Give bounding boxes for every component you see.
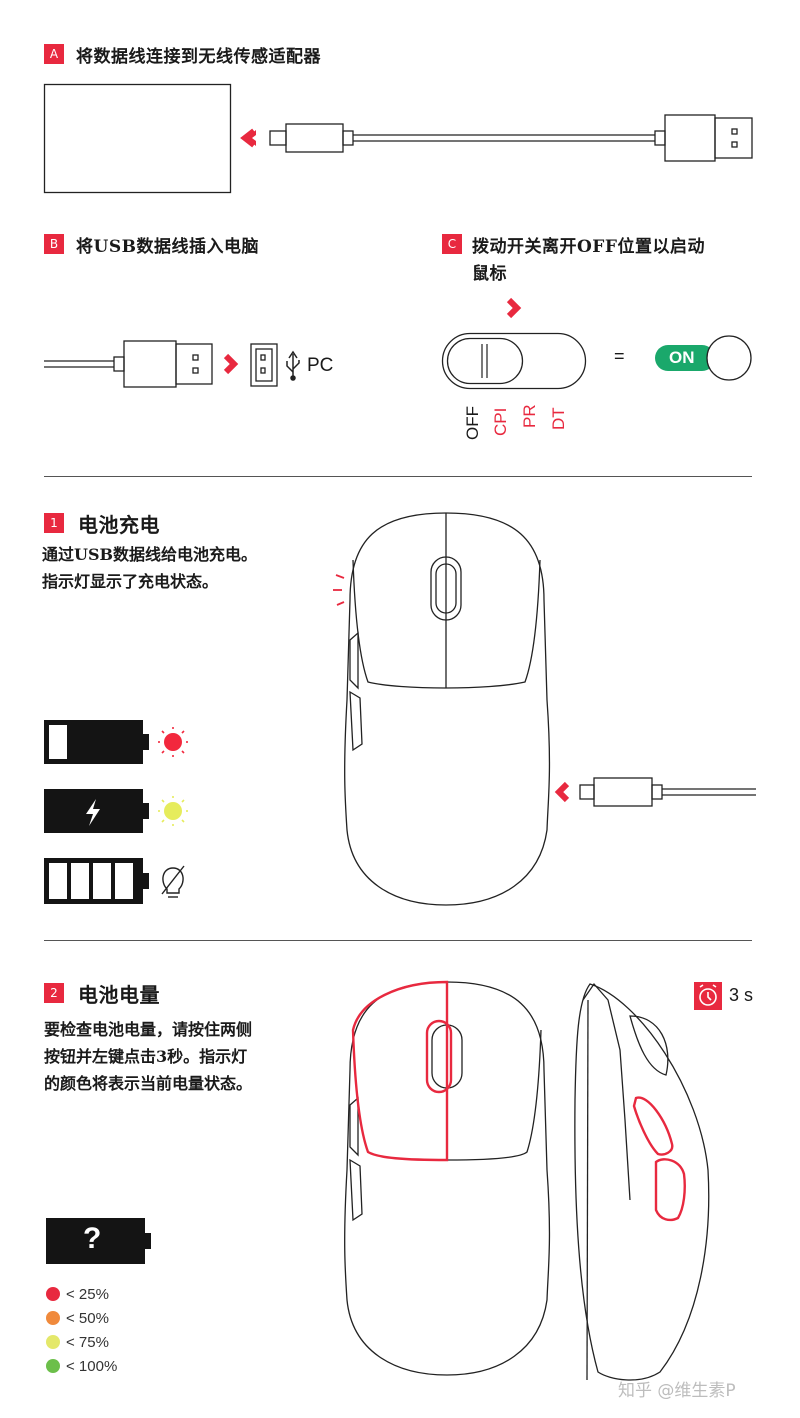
wireless-adapter-box <box>43 83 232 194</box>
on-label: ON <box>669 348 695 367</box>
section-1-body-line2: 指示灯显示了充电状态。 <box>42 572 219 591</box>
battery-full-icon <box>44 858 149 904</box>
arrow-right-icon <box>223 353 239 375</box>
led-red-icon <box>158 727 188 757</box>
adapter-illustration <box>43 83 753 194</box>
legend-dot-yellow <box>46 1335 60 1349</box>
section-b-title: 将USB数据线插入电脑 <box>76 237 259 257</box>
legend-row-100: < 100% <box>46 1356 117 1376</box>
charging-led-indicator <box>333 574 345 606</box>
legend-dot-orange <box>46 1311 60 1325</box>
legend-label: < 75% <box>66 1333 109 1351</box>
section-1-body-line1: 通过USB数据线给电池充电。 <box>42 545 258 564</box>
arrow-right-icon <box>506 297 522 319</box>
on-toggle-knob <box>706 335 752 381</box>
timer-icon <box>694 982 722 1010</box>
arrow-left-icon <box>554 781 570 803</box>
legend-row-50: < 50% <box>46 1308 109 1328</box>
legend-label: < 50% <box>66 1309 109 1327</box>
section-2-body-line2: 按钮并左键点击3秒。指示灯 <box>44 1047 248 1066</box>
section-2-body-line3: 的颜色将表示当前电量状态。 <box>44 1074 253 1093</box>
usb-c-cable <box>269 114 753 162</box>
usb-symbol-icon <box>286 350 300 381</box>
watermark: 知乎 @维生素P <box>618 1381 736 1401</box>
on-toggle-track <box>655 345 715 371</box>
legend-label: < 25% <box>66 1285 109 1303</box>
legend-row-25: < 25% <box>46 1284 109 1304</box>
section-1-title: 电池充电 <box>78 513 160 537</box>
section-2-body-line1: 要检查电池电量，请按住两侧 <box>44 1020 253 1039</box>
badge-1: 1 <box>44 513 64 533</box>
battery-low-icon <box>44 720 149 764</box>
pc-label: PC <box>307 355 334 376</box>
divider-2 <box>44 940 752 941</box>
led-yellow-icon <box>158 796 188 826</box>
equals-sign: = <box>614 346 625 366</box>
badge-2: 2 <box>44 983 64 1003</box>
usb-c-charging-cable <box>579 777 756 807</box>
switch-knob <box>446 337 524 385</box>
led-off-icon <box>161 865 185 898</box>
badge-c: C <box>442 234 462 254</box>
badge-a: A <box>44 44 64 64</box>
left-click-highlight <box>351 980 453 1162</box>
mouse-top-view <box>344 512 551 906</box>
side-buttons-highlight <box>632 1096 686 1222</box>
divider-1 <box>44 476 752 477</box>
legend-label: < 100% <box>66 1357 118 1375</box>
legend-dot-red <box>46 1287 60 1301</box>
legend-row-75: < 75% <box>46 1332 109 1352</box>
usb-to-pc-illustration <box>44 340 300 388</box>
battery-status-illustration <box>44 512 756 906</box>
battery-unknown-label: ? <box>83 1222 102 1255</box>
power-switch-illustration <box>441 297 752 390</box>
section-a-title: 将数据线连接到无线传感适配器 <box>76 47 321 67</box>
section-c-title-line1: 拨动开关离开OFF位置以启动 <box>472 237 705 257</box>
legend-dot-green <box>46 1359 60 1373</box>
section-2-title: 电池电量 <box>78 983 160 1007</box>
usb-port-icon <box>250 343 278 387</box>
timer-label: 3 s <box>729 985 754 1005</box>
badge-b: B <box>44 234 64 254</box>
battery-charging-icon <box>44 789 149 833</box>
battery-unknown-icon <box>46 1218 151 1264</box>
section-c-title-line2: 鼠标 <box>472 264 507 284</box>
mouse-side-view <box>574 982 710 1381</box>
